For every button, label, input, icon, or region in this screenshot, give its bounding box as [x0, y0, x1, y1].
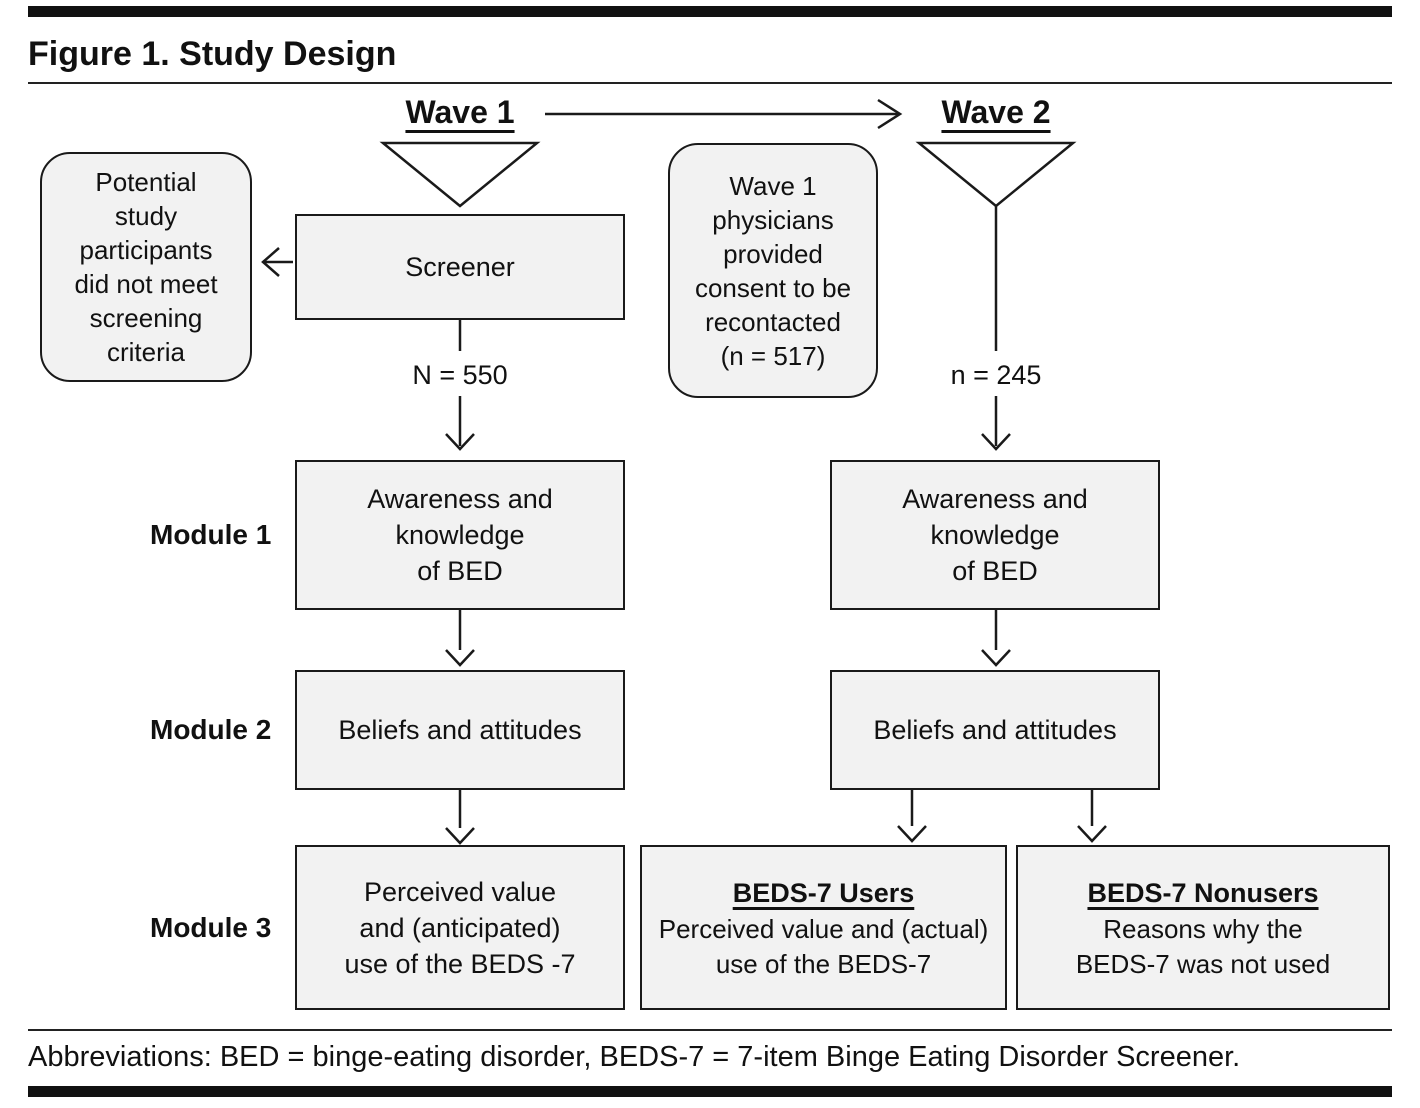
arrow-down-n550-to-module1-icon [445, 396, 475, 451]
arrow-down-n245-to-module1-icon [981, 396, 1011, 451]
w1-module1-box: Awareness and knowledge of BED [295, 460, 625, 610]
arrow-down-w2-module2-to-nonusers-icon [1077, 790, 1107, 843]
beds7-nonusers-heading: BEDS-7 Nonusers [1087, 877, 1319, 908]
arrow-left-screener-to-exclusion-icon [261, 247, 293, 277]
arrow-right-wave1-to-wave2-icon [545, 98, 903, 130]
consent-text: Wave 1 physicians provided consent to be… [694, 170, 852, 371]
beds7-users-heading: BEDS-7 Users [732, 877, 915, 908]
arrow-down-w1-module2-to-module3-icon [445, 790, 475, 845]
arrow-down-w1-module1-to-module2-icon [445, 610, 475, 667]
title-divider [28, 82, 1392, 84]
w1-module2-text: Beliefs and attitudes [338, 715, 582, 745]
w1-module1-text: Awareness and knowledge of BED [367, 484, 553, 586]
bottom-rule [28, 1086, 1392, 1097]
top-rule [28, 6, 1392, 17]
footer-divider [28, 1029, 1392, 1031]
w1-module2-box: Beliefs and attitudes [295, 670, 625, 790]
module1-label: Module 1 [150, 519, 272, 550]
funnel-wave2-icon [915, 141, 1077, 208]
arrow-down-w2-module2-to-users-icon [897, 790, 927, 843]
consent-box: Wave 1 physicians provided consent to be… [668, 143, 878, 398]
w1-module3-box: Perceived value and (anticipated) use of… [295, 845, 625, 1010]
wave2-label: Wave 2 [941, 94, 1051, 130]
figure-title: Figure 1. Study Design [28, 35, 397, 73]
wave1-label: Wave 1 [405, 94, 515, 130]
beds7-nonusers-box: BEDS-7 Nonusers Reasons why the BEDS-7 w… [1016, 845, 1390, 1010]
screener-text: Screener [405, 252, 515, 282]
beds7-users-box: BEDS-7 Users Perceived value and (actual… [640, 845, 1007, 1010]
beds7-users-text: Perceived value and (actual) use of the … [658, 913, 989, 979]
exclusion-text: Potential study participants did not mee… [74, 167, 218, 367]
wave2-n-label: n = 245 [950, 360, 1042, 390]
module2-label: Module 2 [150, 714, 272, 745]
abbreviations-text: Abbreviations: BED = binge-eating disord… [28, 1041, 1241, 1073]
w2-module2-text: Beliefs and attitudes [873, 715, 1117, 745]
w2-module1-box: Awareness and knowledge of BED [830, 460, 1160, 610]
w2-module1-text: Awareness and knowledge of BED [902, 484, 1088, 586]
beds7-nonusers-text: Reasons why the BEDS-7 was not used [1075, 913, 1331, 979]
wave1-n-label: N = 550 [412, 360, 508, 390]
arrow-down-w2-module1-to-module2-icon [981, 610, 1011, 667]
module3-label: Module 3 [150, 912, 272, 943]
exclusion-box: Potential study participants did not mee… [40, 152, 252, 382]
funnel-wave1-icon [379, 141, 541, 208]
w2-module2-box: Beliefs and attitudes [830, 670, 1160, 790]
screener-box: Screener [295, 214, 625, 320]
w1-module3-text: Perceived value and (anticipated) use of… [344, 876, 576, 979]
